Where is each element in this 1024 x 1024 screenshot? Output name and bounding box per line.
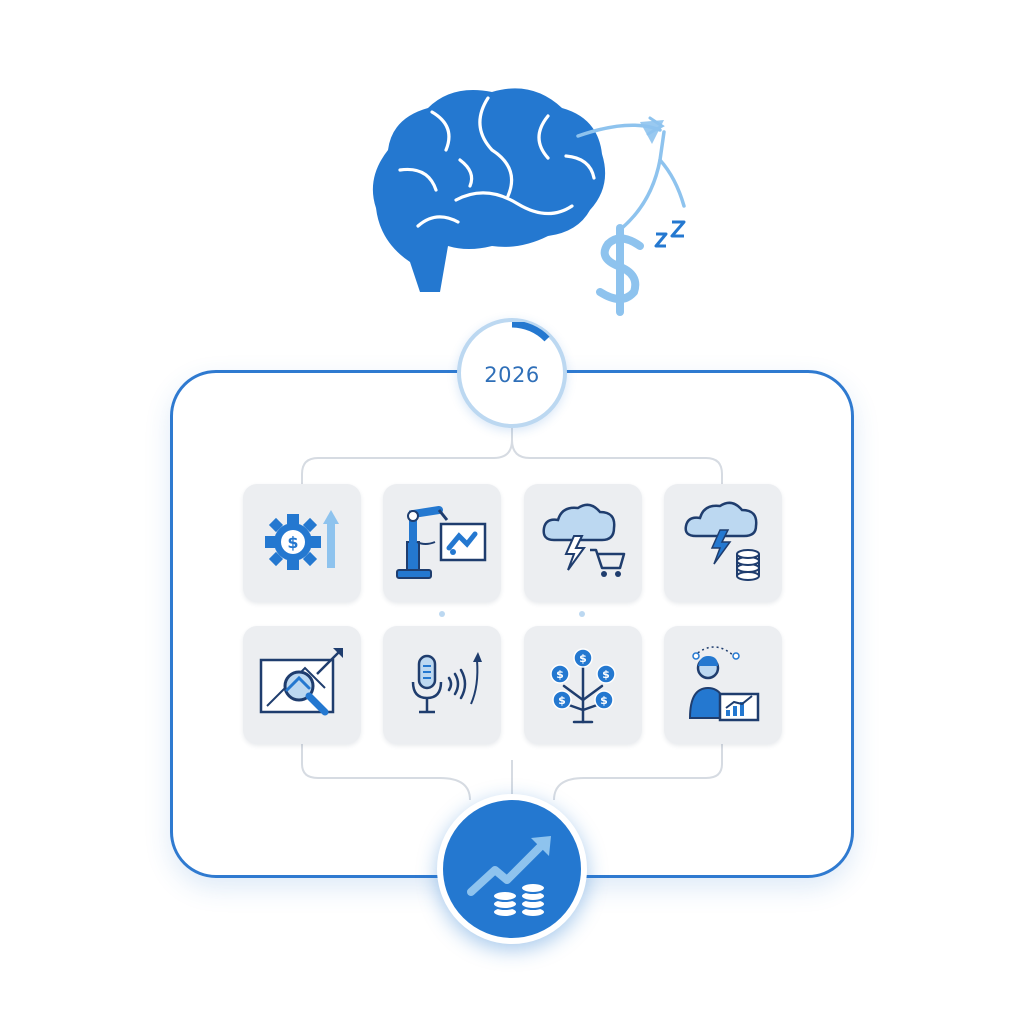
tile-cost-optimization[interactable]: $ bbox=[243, 484, 361, 602]
connector-dot bbox=[579, 611, 585, 617]
cloud-lightning-cart-icon bbox=[542, 503, 626, 577]
header-illustration bbox=[372, 88, 686, 316]
tile-cloud-commerce[interactable] bbox=[524, 484, 642, 602]
year-badge: 2026 bbox=[457, 318, 567, 428]
tile-analytics-expert[interactable] bbox=[664, 626, 782, 744]
tile-cloud-data[interactable] bbox=[664, 484, 782, 602]
svg-text:$: $ bbox=[556, 668, 564, 681]
progress-ring-icon bbox=[511, 322, 550, 342]
top-connector bbox=[301, 428, 723, 484]
person-dashboard-icon bbox=[688, 646, 760, 722]
tile-investment-growth[interactable]: $ $ $ $ $ bbox=[524, 626, 642, 744]
connector-dot bbox=[439, 611, 445, 617]
gear-dollar-growth-icon: $ bbox=[265, 510, 339, 570]
tile-voice-ai[interactable] bbox=[383, 626, 501, 744]
year-label: 2026 bbox=[484, 363, 540, 387]
money-tree-icon: $ $ $ $ $ bbox=[550, 648, 616, 724]
microphone-voice-icon bbox=[411, 652, 482, 714]
cloud-lightning-database-icon bbox=[684, 501, 760, 581]
svg-text:$: $ bbox=[287, 533, 298, 552]
dollar-icon bbox=[596, 224, 644, 316]
sleep-zzz-icon bbox=[654, 220, 686, 248]
chart-magnifier-icon bbox=[259, 648, 343, 716]
svg-text:$: $ bbox=[600, 694, 608, 707]
bottom-connector bbox=[301, 744, 723, 801]
svg-text:$: $ bbox=[579, 652, 587, 665]
brain-icon bbox=[372, 88, 606, 293]
growth-coins-icon bbox=[467, 836, 551, 918]
svg-text:$: $ bbox=[558, 694, 566, 707]
svg-text:$: $ bbox=[602, 668, 610, 681]
robot-arm-icon bbox=[396, 506, 487, 579]
tile-automation[interactable] bbox=[383, 484, 501, 602]
result-badge bbox=[437, 794, 587, 944]
tile-market-analysis[interactable] bbox=[243, 626, 361, 744]
